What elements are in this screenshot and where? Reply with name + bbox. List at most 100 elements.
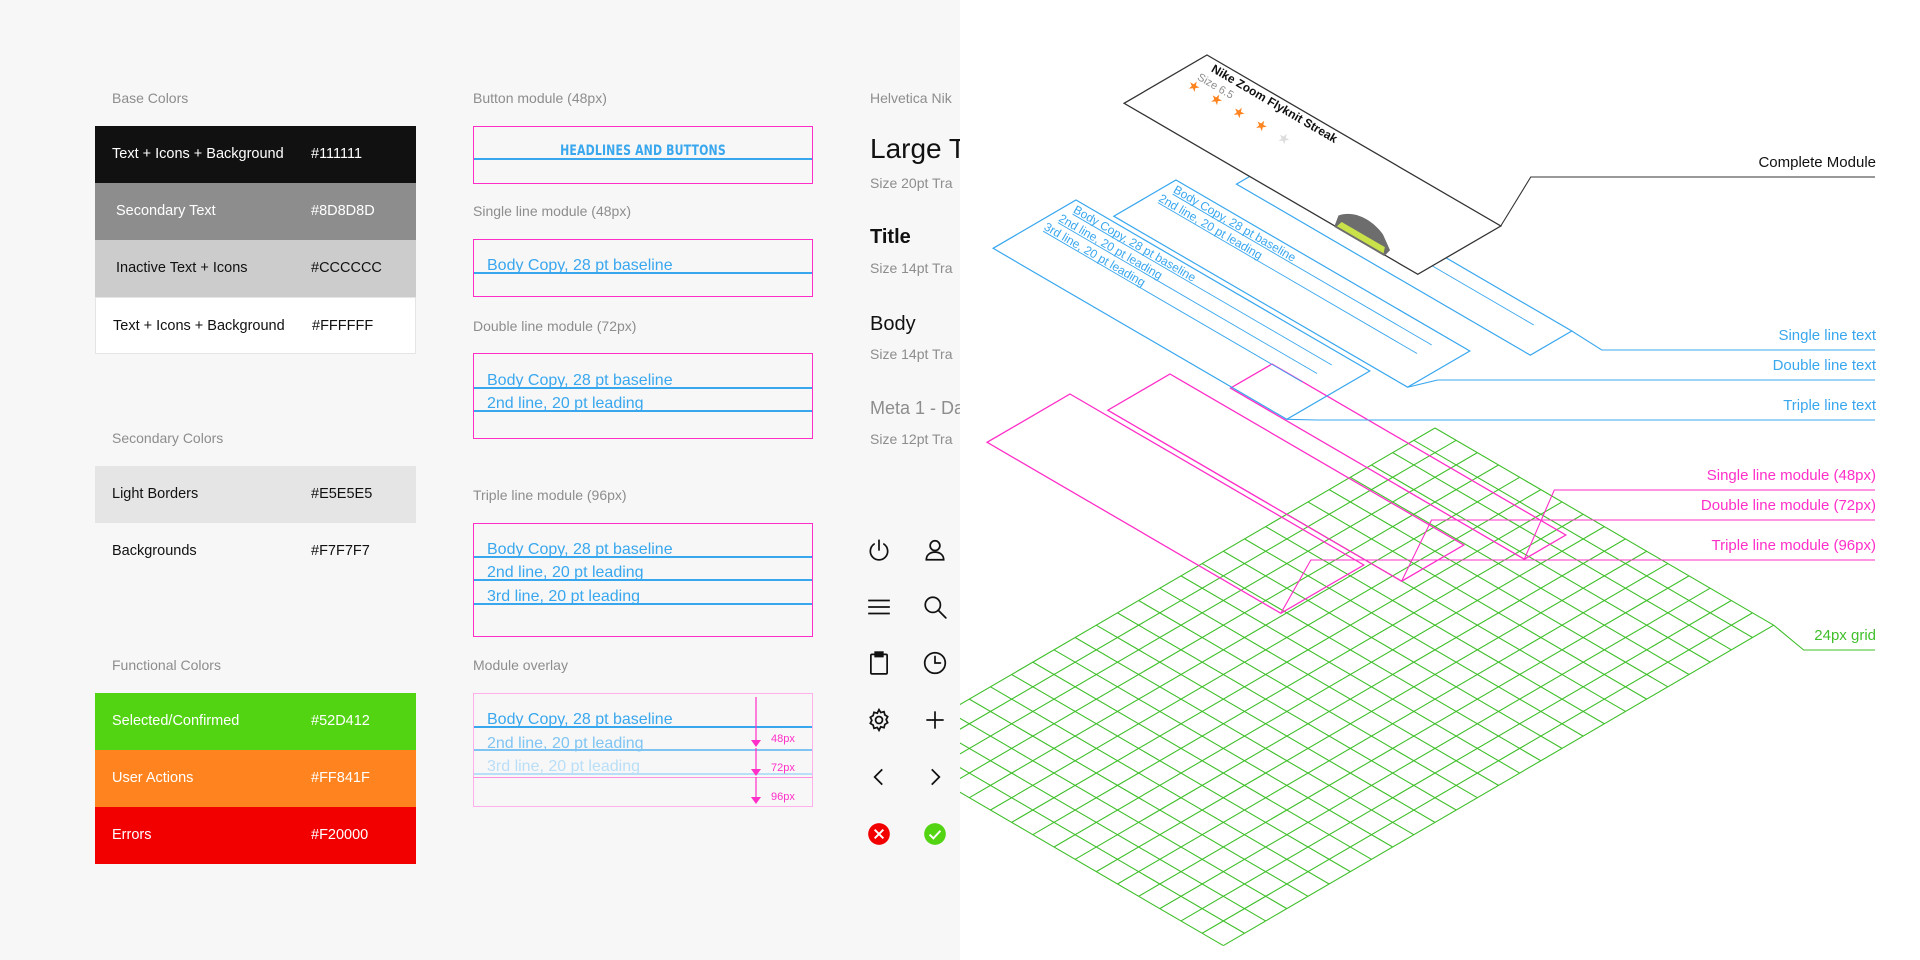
- grid-line: [1371, 464, 1711, 663]
- chevron-right-icon: [922, 764, 948, 790]
- layer-baseline: [1172, 193, 1432, 346]
- swatch-errors: Errors #F20000: [95, 807, 416, 864]
- shoe-image: [1334, 214, 1391, 257]
- grid-line: [1392, 452, 1732, 651]
- label-single-line-module: Single line module (48px): [1706, 467, 1876, 484]
- type-meta-title: Size 14pt Tra: [870, 260, 953, 276]
- grid-line: [1434, 427, 1774, 626]
- double-line-module: Body Copy, 28 pt baseline 2nd line, 20 p…: [473, 353, 813, 439]
- swatch-light-borders: Light Borders #E5E5E5: [95, 466, 416, 523]
- triple-line-module: Body Copy, 28 pt baseline 2nd line, 20 p…: [473, 523, 813, 637]
- single-line-module-layer: [1229, 363, 1568, 560]
- swatch-name: Light Borders: [112, 486, 199, 502]
- double-line-module-layer: [1106, 373, 1466, 582]
- label-single-line-text: Single line text: [1778, 327, 1876, 344]
- search-icon: [922, 594, 948, 620]
- baseline: [474, 726, 812, 728]
- swatch-name: Secondary Text: [116, 203, 216, 219]
- single-module-title: Single line module (48px): [473, 203, 631, 219]
- leader-single-text: [1571, 330, 1875, 351]
- swatch-name: Text + Icons + Background: [112, 146, 284, 162]
- grid-line: [1138, 600, 1478, 799]
- grid-line: [1074, 637, 1415, 836]
- user-icon: [922, 537, 948, 563]
- type-sample-title: Title: [870, 226, 911, 248]
- grid-line: [1244, 538, 1584, 737]
- exploded-module-diagram: Body Copy, 28 pt baselineBody Copy, 28 p…: [960, 0, 1920, 960]
- swatch-hex: #CCCCCC: [311, 260, 382, 276]
- module-line-2: 2nd line, 20 pt leading: [487, 395, 644, 412]
- leader-triple-module: [1280, 559, 1875, 614]
- baseline: [474, 410, 812, 412]
- type-sample-meta1: Meta 1 - Da: [870, 398, 960, 418]
- grid-line: [960, 717, 1288, 910]
- swatch-hex: #52D412: [311, 713, 370, 729]
- single-line-module: Body Copy, 28 pt baseline: [473, 239, 813, 297]
- base-colors-title: Base Colors: [112, 90, 189, 106]
- leader-lines: [1280, 176, 1875, 651]
- grid-line: [1307, 501, 1647, 700]
- leader-complete: [1500, 176, 1875, 227]
- label-triple-line-text: Triple line text: [1783, 397, 1876, 414]
- swatch-name: Errors: [112, 827, 152, 843]
- grid-line: [1053, 649, 1393, 848]
- module-line-2: 2nd line, 20 pt leading: [487, 564, 644, 581]
- type-meta-body: Size 14pt Tra: [870, 346, 953, 362]
- swatch-name: Text + Icons + Background: [113, 318, 285, 334]
- module-line-1: Body Copy, 28 pt baseline: [487, 372, 673, 389]
- swatch-name: Inactive Text + Icons: [116, 260, 248, 276]
- grid-line: [1413, 439, 1753, 638]
- label-24px-grid: 24px grid: [1814, 627, 1876, 644]
- swatch-backgrounds: Backgrounds #F7F7F7: [95, 523, 416, 580]
- baseline: [474, 579, 812, 581]
- swatch-selected-confirmed: Selected/Confirmed #52D412: [95, 693, 416, 750]
- grid-line: [960, 767, 1245, 934]
- power-icon: [866, 537, 892, 563]
- marker-48px: 48px: [771, 733, 795, 745]
- baseline: [474, 387, 812, 389]
- gear-icon: [866, 707, 892, 733]
- baseline: [474, 556, 812, 558]
- error-icon: [866, 821, 892, 847]
- swatch-name: Backgrounds: [112, 543, 197, 559]
- grid-layer: [960, 427, 1774, 947]
- grid-line: [1328, 489, 1669, 688]
- swatch-name: User Actions: [112, 770, 194, 786]
- swatch-hex: #8D8D8D: [311, 203, 375, 219]
- grid-line: [1032, 661, 1372, 860]
- isometric-layers: Body Copy, 28 pt baselineBody Copy, 28 p…: [960, 54, 1875, 947]
- grid-line: [1159, 587, 1499, 786]
- module-layers: [985, 363, 1568, 615]
- triple-module-title: Triple line module (96px): [473, 487, 627, 503]
- grid-line: [1180, 575, 1520, 774]
- label-triple-line-module: Triple line module (96px): [1711, 537, 1876, 554]
- layer-text-line: Body Copy, 28 pt baseline: [1171, 183, 1299, 265]
- grid-line: [1201, 563, 1542, 762]
- grid-line: [1117, 612, 1457, 811]
- swatch-secondary-text: Secondary Text #8D8D8D: [95, 183, 416, 240]
- layer-baseline: [1057, 222, 1318, 374]
- module-line-1: Body Copy, 28 pt baseline: [487, 541, 673, 558]
- type-meta-meta1: Size 12pt Tra: [870, 431, 953, 447]
- swatch-hex: #FF841F: [311, 770, 370, 786]
- typeface-title: Helvetica Nik: [870, 90, 952, 106]
- grid-line: [960, 427, 1436, 706]
- triple-line-text-layer: [991, 199, 1371, 420]
- baseline: [474, 603, 812, 605]
- layer-baseline: [1157, 202, 1418, 354]
- module-line-3: 3rd line, 20 pt leading: [487, 588, 640, 605]
- swatch-inactive-text: Inactive Text + Icons #CCCCCC: [95, 240, 416, 297]
- overlay-module-96: 3rd line, 20 pt leading: [473, 693, 813, 807]
- overlay-module-title: Module overlay: [473, 657, 568, 673]
- grid-line: [960, 452, 1478, 755]
- triple-line-module-layer: [985, 393, 1366, 615]
- grid-line: [1223, 550, 1563, 749]
- plus-icon: [922, 707, 948, 733]
- button-module: HEADLINES AND BUTTONS: [473, 126, 813, 184]
- label-double-line-text: Double line text: [1772, 357, 1876, 374]
- grid-line: [1011, 673, 1351, 873]
- button-module-label: HEADLINES AND BUTTONS: [560, 143, 726, 159]
- style-guide-panel: Base Colors Text + Icons + Background #1…: [95, 90, 960, 864]
- label-double-line-module: Double line module (72px): [1700, 497, 1876, 514]
